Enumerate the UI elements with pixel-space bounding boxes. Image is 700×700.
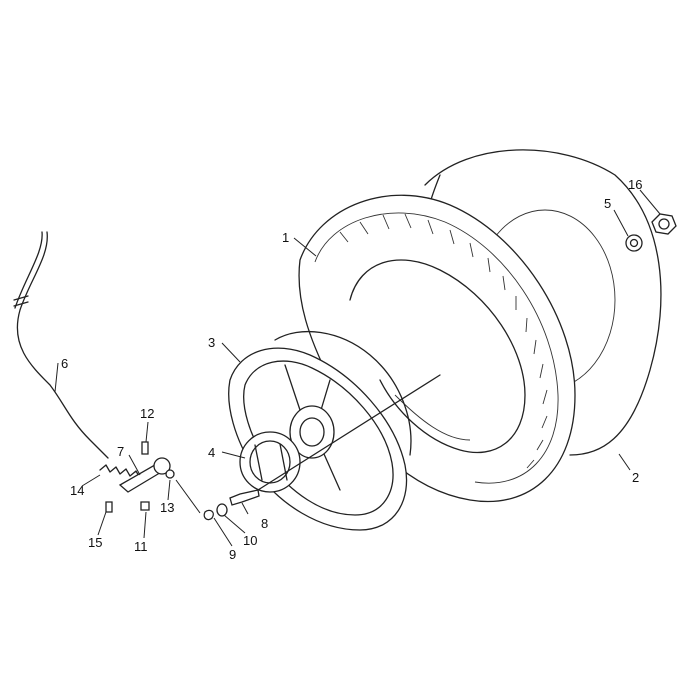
leader-lines xyxy=(54,189,661,547)
callout-15: 15 xyxy=(88,535,102,550)
axle-washer xyxy=(216,503,228,517)
callout-7: 7 xyxy=(117,444,124,459)
callout-12: 12 xyxy=(140,406,154,421)
lever-nut xyxy=(165,469,175,479)
callout-5: 5 xyxy=(604,196,611,211)
return-spring xyxy=(99,464,141,479)
callout-14: 14 xyxy=(70,483,84,498)
wheel-nut xyxy=(651,213,677,235)
cable-pin xyxy=(105,501,113,513)
callout-2: 2 xyxy=(632,470,639,485)
callout-13: 13 xyxy=(160,500,174,515)
nut-washer xyxy=(625,234,643,252)
cotter-pin xyxy=(203,509,214,521)
callout-16: 16 xyxy=(628,177,642,192)
callout-3: 3 xyxy=(208,335,215,350)
callout-9: 9 xyxy=(229,547,236,562)
callout-10: 10 xyxy=(243,533,257,548)
callout-6: 6 xyxy=(61,356,68,371)
axle xyxy=(229,374,441,506)
adjuster-nut xyxy=(140,501,150,511)
lever-bolt xyxy=(141,441,149,455)
callout-8: 8 xyxy=(261,516,268,531)
brake-shoe-assembly xyxy=(239,431,301,493)
brake-cable xyxy=(13,231,109,459)
callout-1: 1 xyxy=(282,230,289,245)
brake-lever xyxy=(118,457,171,493)
callout-11: 11 xyxy=(134,539,148,554)
callout-4: 4 xyxy=(208,445,215,460)
